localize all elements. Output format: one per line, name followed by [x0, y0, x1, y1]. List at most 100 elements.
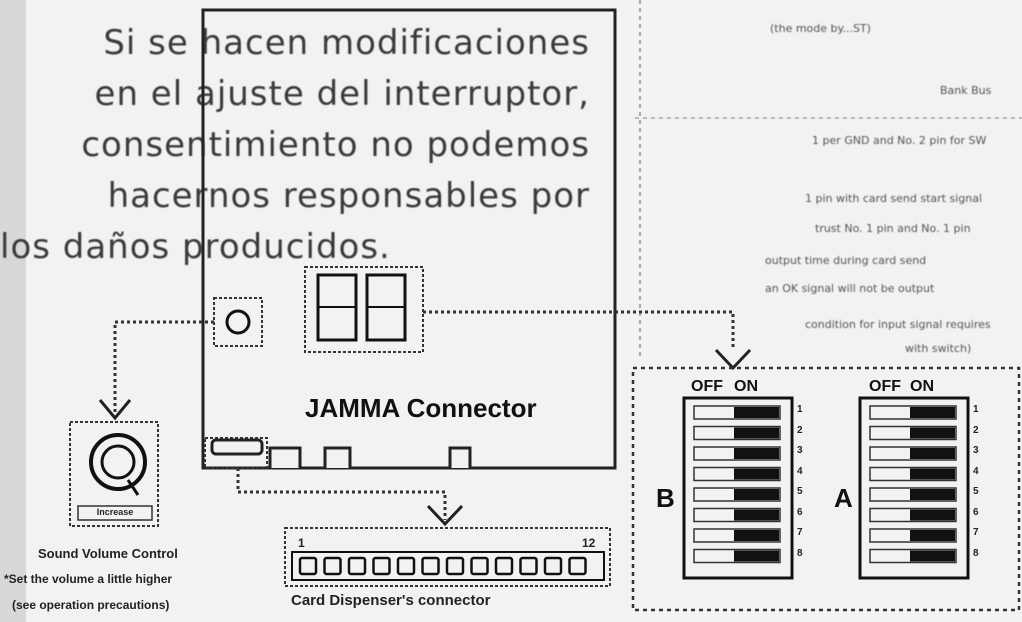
card-connector-pin: [445, 556, 465, 576]
card-connector-socket: [210, 438, 264, 456]
dip-switch-slot: [693, 405, 781, 420]
card-pin-last-label: 12: [582, 536, 596, 550]
dip-switch-slot: [869, 446, 957, 461]
dip-switch-slot: [693, 425, 781, 441]
dip-bank-a-letter: A: [834, 483, 853, 513]
dip-switch-slot: [693, 548, 781, 564]
page-edge-strip: [0, 0, 26, 622]
left-text-block: Si se hacen modificaciones en el ajuste …: [0, 18, 590, 273]
leader-pot: [113, 320, 214, 415]
card-connector-highlight: [204, 437, 268, 469]
dip-switch-lever-on: [910, 550, 955, 562]
dip-switch-lever-on: [910, 427, 955, 439]
display-highlight: [304, 266, 424, 353]
pot-knob-icon: [225, 309, 251, 335]
right-note: 1 per GND and No. 2 pin for SW: [812, 134, 987, 147]
card-connector-pin: [323, 556, 342, 576]
card-connector-pin: [298, 556, 318, 576]
card-connector-pin: [372, 556, 391, 576]
dip-switch-area: [631, 366, 1021, 612]
dip-switch-slot: [693, 507, 781, 523]
dip-b-on-label: ON: [734, 378, 758, 395]
left-text-line: hacernos responsables por: [107, 176, 590, 216]
dip-switch-number: 6: [973, 506, 979, 518]
card-connector-pin: [347, 556, 367, 576]
dip-bank-b-body: [682, 396, 794, 580]
increase-label: Increase: [96, 507, 134, 517]
dip-bank-a-body: [858, 396, 970, 580]
sound-volume-note: *Set the volume a little higher: [4, 572, 173, 586]
dip-switch-slot: [869, 466, 957, 482]
dip-switch-number: 5: [973, 486, 979, 497]
dip-b-off-label: OFF: [691, 378, 723, 395]
dip-switch-number: 2: [797, 424, 803, 436]
dip-switch-lever-on: [734, 530, 779, 541]
right-note: an OK signal will not be output: [765, 282, 935, 295]
right-note: condition for input signal requires: [805, 318, 991, 331]
card-connector-pin: [421, 556, 440, 576]
sound-volume-note-2: (see operation precautions): [12, 598, 170, 612]
rotate-arrow-icon: [126, 479, 140, 496]
card-connector-pin: [494, 556, 514, 576]
right-note: 1 pin with card send start signal: [805, 192, 983, 205]
jamma-edge-fingers: [265, 446, 472, 470]
dip-switch-lever-on: [734, 550, 779, 562]
dip-a-on-label: ON: [910, 378, 934, 395]
dip-bank-b-letter: B: [656, 483, 675, 513]
dip-switch-number: 7: [797, 527, 803, 538]
dip-switch-slot: [693, 528, 781, 543]
right-note: trust No. 1 pin and No. 1 pin: [815, 222, 971, 235]
left-text-line: consentimiento no podemos: [81, 125, 590, 165]
sound-volume-box: [69, 421, 159, 527]
arrow-down-icon: [714, 348, 752, 371]
dip-switch-slot: [869, 548, 957, 564]
dip-switch-lever-on: [734, 427, 779, 439]
dip-switch-lever-on: [910, 509, 955, 521]
card-connector-pin: [470, 556, 489, 576]
dip-switch-slot: [869, 405, 957, 420]
arrow-down-icon: [98, 399, 132, 421]
dip-switch-lever-on: [734, 448, 779, 459]
left-text-line: los daños producidos.: [0, 227, 391, 267]
dip-switch-lever-on: [910, 448, 955, 459]
dip-switch-slot: [869, 425, 957, 441]
dip-switch-slot: [869, 528, 957, 543]
dip-switch-number: 1: [973, 404, 979, 415]
dip-switch-slot: [869, 507, 957, 523]
volume-knob-icon: [89, 433, 147, 491]
dip-switch-lever-on: [910, 468, 955, 480]
dip-switch-lever-on: [910, 530, 955, 541]
sound-volume-caption: Sound Volume Control: [38, 546, 178, 561]
card-connector-pin: [543, 556, 563, 576]
arrow-down-icon: [426, 504, 464, 527]
dip-switch-slot: [869, 487, 957, 502]
dip-switch-number: 4: [797, 465, 803, 477]
pot-highlight: [213, 297, 263, 347]
dip-switch-number: 6: [797, 506, 803, 518]
dip-switch-number: 8: [797, 547, 803, 559]
card-connector-pin: [396, 556, 416, 576]
dip-switch-number: 2: [973, 424, 979, 436]
card-connector-pin: [568, 556, 587, 576]
dip-switch-lever-on: [734, 468, 779, 480]
dip-switch-number: 3: [973, 445, 979, 456]
dip-a-off-label: OFF: [869, 378, 901, 395]
dip-switch-lever-on: [910, 489, 955, 500]
dip-switch-number: 8: [973, 547, 979, 559]
leader-dip: [423, 310, 735, 348]
card-dispenser-caption: Card Dispenser's connector: [291, 592, 491, 609]
dip-switch-lever-on: [734, 407, 779, 418]
left-text-line: en el ajuste del interruptor,: [94, 74, 590, 114]
right-note: output time during card send: [765, 254, 927, 267]
dip-switch-slot: [693, 446, 781, 461]
right-note: with switch): [905, 342, 972, 355]
card-dispenser-box: [284, 527, 611, 587]
card-connector-pin: [519, 556, 538, 576]
card-pin-first-label: 1: [298, 536, 305, 550]
dip-switch-number: 4: [973, 465, 979, 477]
jamma-connector-label: JAMMA Connector: [305, 393, 537, 423]
dip-switch-slot: [693, 466, 781, 482]
left-text-line: Si se hacen modificaciones: [103, 23, 590, 63]
dip-switch-number: 5: [797, 486, 803, 497]
